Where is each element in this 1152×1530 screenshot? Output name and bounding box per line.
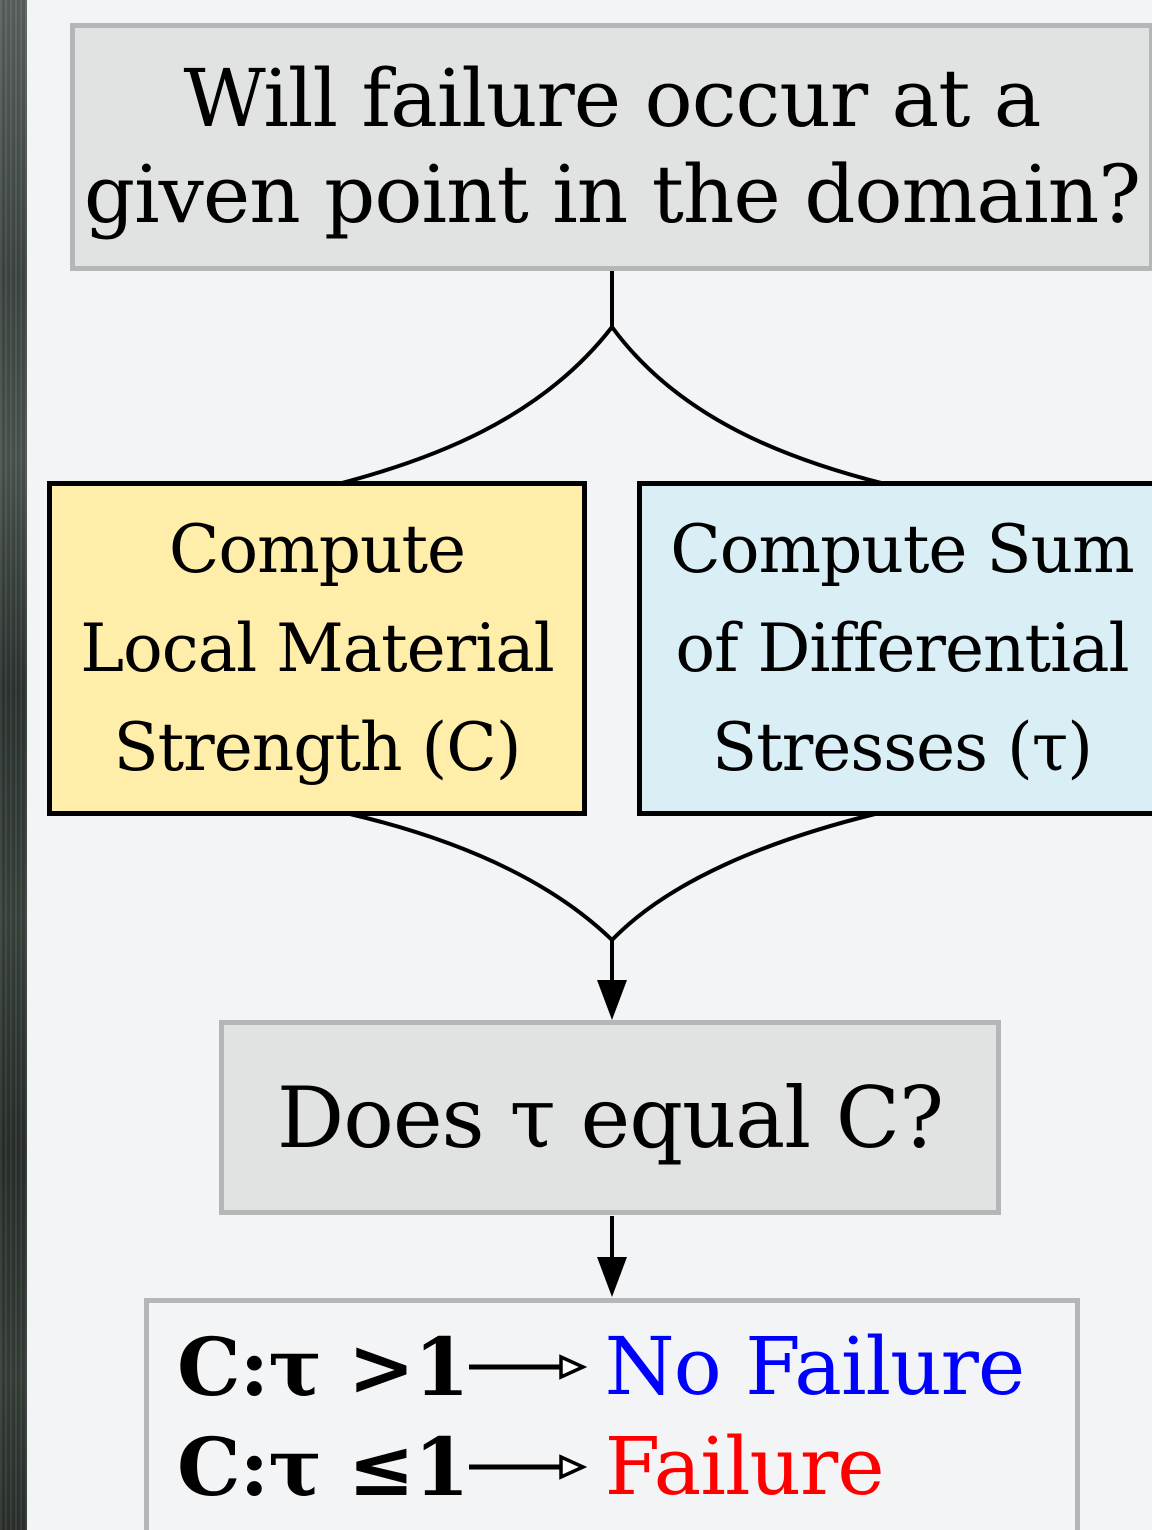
decision-box: Does τ equal C? <box>219 1020 1001 1215</box>
strength-line-1: Compute <box>168 511 466 588</box>
split-left-curve <box>337 325 614 486</box>
implies-arrow-icon <box>468 1453 587 1480</box>
compute-strength-box: Compute Local Material Strength (C) <box>47 481 587 816</box>
stress-line-1: Compute Sum <box>670 511 1134 588</box>
decision-text: Does τ equal C? <box>276 1068 944 1167</box>
implies-arrow-icon <box>468 1353 587 1380</box>
background-photo-strip <box>0 0 27 1530</box>
merge-left-curve <box>349 812 614 942</box>
outcome-no-failure-label: No Failure <box>604 1320 1026 1413</box>
merge-arrowhead <box>597 980 627 1020</box>
ratio-greater-label: C:τ >1 <box>177 1319 470 1414</box>
result-row-failure: C:τ ≤1 Failure <box>177 1417 885 1517</box>
question-line-1: Will failure occur at a <box>183 52 1042 145</box>
result-arrowhead <box>597 1257 627 1297</box>
question-box: Will failure occur at a given point in t… <box>70 23 1152 271</box>
compute-stress-box: Compute Sum of Differential Stresses (τ) <box>637 481 1152 816</box>
strength-line-2: Local Material <box>80 610 555 687</box>
outcome-failure-label: Failure <box>604 1420 885 1513</box>
stress-line-3: Stresses (τ) <box>711 709 1093 786</box>
split-right-curve <box>610 325 886 486</box>
result-row-no-failure: C:τ >1 No Failure <box>177 1317 1026 1417</box>
merge-right-curve <box>610 812 876 942</box>
stress-line-2: of Differential <box>675 610 1129 687</box>
strength-line-3: Strength (C) <box>113 709 521 786</box>
ratio-less-equal-label: C:τ ≤1 <box>177 1419 470 1514</box>
result-box: C:τ >1 No Failure C:τ ≤1 Failure <box>144 1298 1080 1530</box>
question-line-2: given point in the domain? <box>83 148 1141 241</box>
